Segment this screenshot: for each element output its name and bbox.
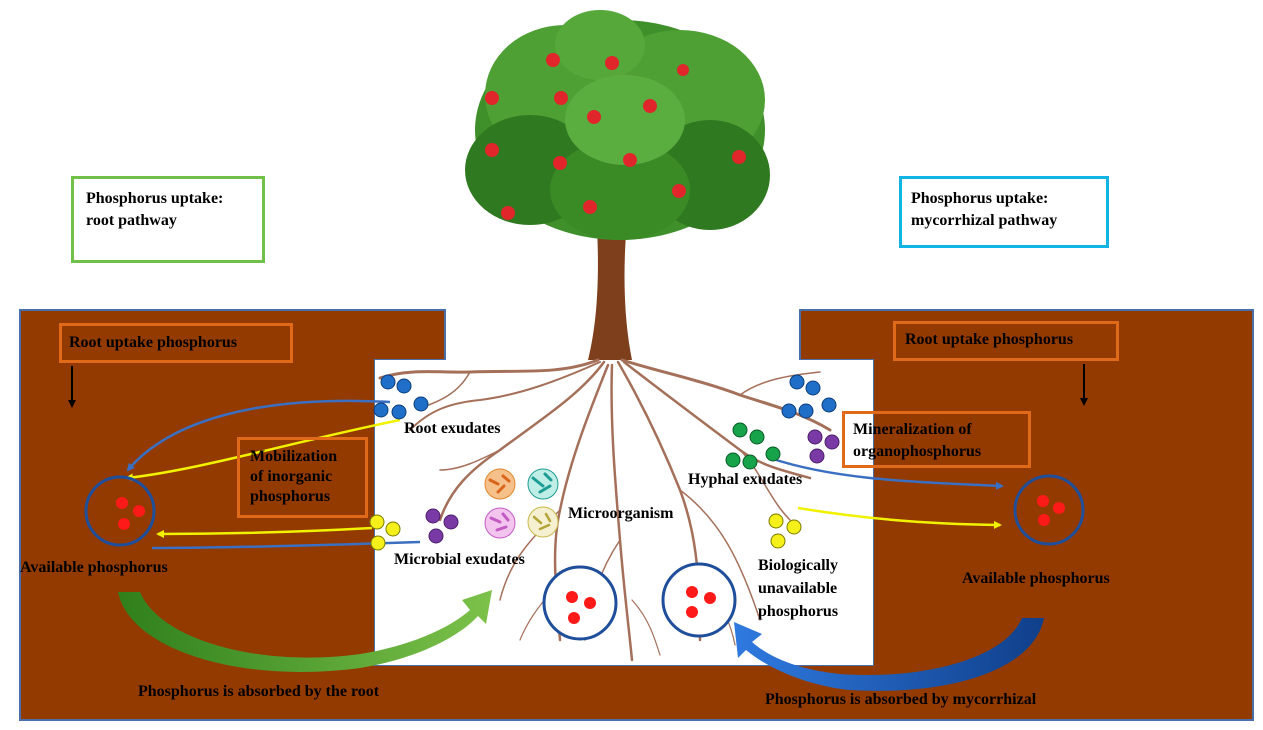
- mobilization-box: [237, 437, 368, 518]
- root-exudate-molecules: [373, 374, 429, 420]
- bacteria-icon: [484, 468, 516, 500]
- mycorrhizal-absorption-arrow: [734, 618, 1044, 691]
- hyphal-exudates-label: Hyphal exudates: [688, 471, 803, 488]
- mineralization-label-line1: Mineralization of: [853, 421, 972, 438]
- fruit-icon: [623, 153, 637, 167]
- flow-arrow-yellow: [156, 526, 373, 538]
- fruit-icon: [553, 156, 567, 170]
- mineralization-molecules: [807, 429, 840, 464]
- mobilization-label-line3: phosphorus: [250, 488, 331, 505]
- available-phosphorus-pool-right: [1013, 474, 1085, 546]
- flow-arrow-blue: [126, 399, 391, 472]
- flow-arrow-yellow: [125, 418, 401, 482]
- fruit-icon: [677, 64, 689, 76]
- fruit-icon: [672, 184, 686, 198]
- mobilization-label-line2: of inorganic: [250, 468, 333, 485]
- microorganism-label: Microorganism: [568, 505, 674, 522]
- mycorrhizal-pathway-box: [899, 176, 1109, 248]
- tree-fruits: [485, 53, 746, 220]
- microbial-exudate-molecules-purple: [425, 508, 459, 544]
- available-phosphorus-label-left: Available phosphorus: [20, 559, 168, 576]
- microbial-exudates-label: Microbial exudates: [394, 551, 525, 568]
- fruit-icon: [732, 150, 746, 164]
- phosphorus-pool-root-zone: [542, 565, 618, 641]
- root-uptake-label-right: Root uptake phosphorus: [905, 331, 1074, 348]
- microbial-exudate-molecules-yellow: [369, 514, 401, 551]
- absorbed-by-root-label: Phosphorus is absorbed by the root: [138, 683, 380, 700]
- fruit-icon: [501, 206, 515, 220]
- available-phosphorus-pool-left: [84, 475, 156, 547]
- fruit-icon: [485, 91, 499, 105]
- fruit-icon: [643, 99, 657, 113]
- phosphorus-pool-hyphal-zone: [661, 562, 737, 638]
- root-pathway-title-line1: Phosphorus uptake:: [86, 190, 224, 207]
- root-uptake-box-left: [59, 323, 293, 363]
- mineralization-label-line2: organophosphorus: [853, 443, 982, 460]
- hyphal-exudate-molecules-green: [725, 422, 781, 470]
- root-exudates-label: Root exudates: [404, 420, 501, 437]
- unavailable-phosphorus-label-line3: phosphorus: [758, 603, 839, 620]
- root-pathway-title-line2: root pathway: [86, 212, 177, 229]
- fruit-icon: [587, 110, 601, 124]
- root-absorption-arrow: [118, 590, 492, 672]
- mineralization-box: [842, 411, 1031, 468]
- unavailable-phosphorus-label-line1: Biologically: [758, 557, 838, 574]
- root-uptake-box-right: [893, 321, 1119, 361]
- fruit-icon: [546, 53, 560, 67]
- unavailable-phosphorus-molecules: [768, 513, 802, 549]
- fruit-icon: [554, 91, 568, 105]
- bacteria-icon: [527, 468, 559, 500]
- tree-canopy: [465, 10, 770, 240]
- absorbed-by-mycorrhizal-label: Phosphorus is absorbed by mycorrhizal: [765, 691, 1037, 708]
- flow-arrow-blue: [769, 456, 1004, 490]
- fruit-icon: [485, 143, 499, 157]
- tree-trunk: [588, 210, 632, 360]
- fruit-icon: [605, 56, 619, 70]
- bacteria-icon: [527, 506, 559, 538]
- root-pathway-box: [71, 176, 265, 263]
- mycorrhizal-pathway-title-line2: mycorrhizal pathway: [911, 212, 1058, 229]
- fruit-icon: [583, 200, 597, 214]
- unavailable-phosphorus-label-line2: unavailable: [758, 580, 838, 597]
- microorganism-icons: [484, 468, 559, 539]
- mobilization-label-line1: Mobilization: [250, 448, 338, 465]
- available-phosphorus-label-right: Available phosphorus: [962, 570, 1110, 587]
- flow-arrow-yellow: [797, 506, 1002, 529]
- hyphal-exudate-molecules-blue: [781, 374, 837, 419]
- root-uptake-label-left: Root uptake phosphorus: [69, 334, 238, 351]
- mycorrhizal-pathway-title-line1: Phosphorus uptake:: [911, 190, 1049, 207]
